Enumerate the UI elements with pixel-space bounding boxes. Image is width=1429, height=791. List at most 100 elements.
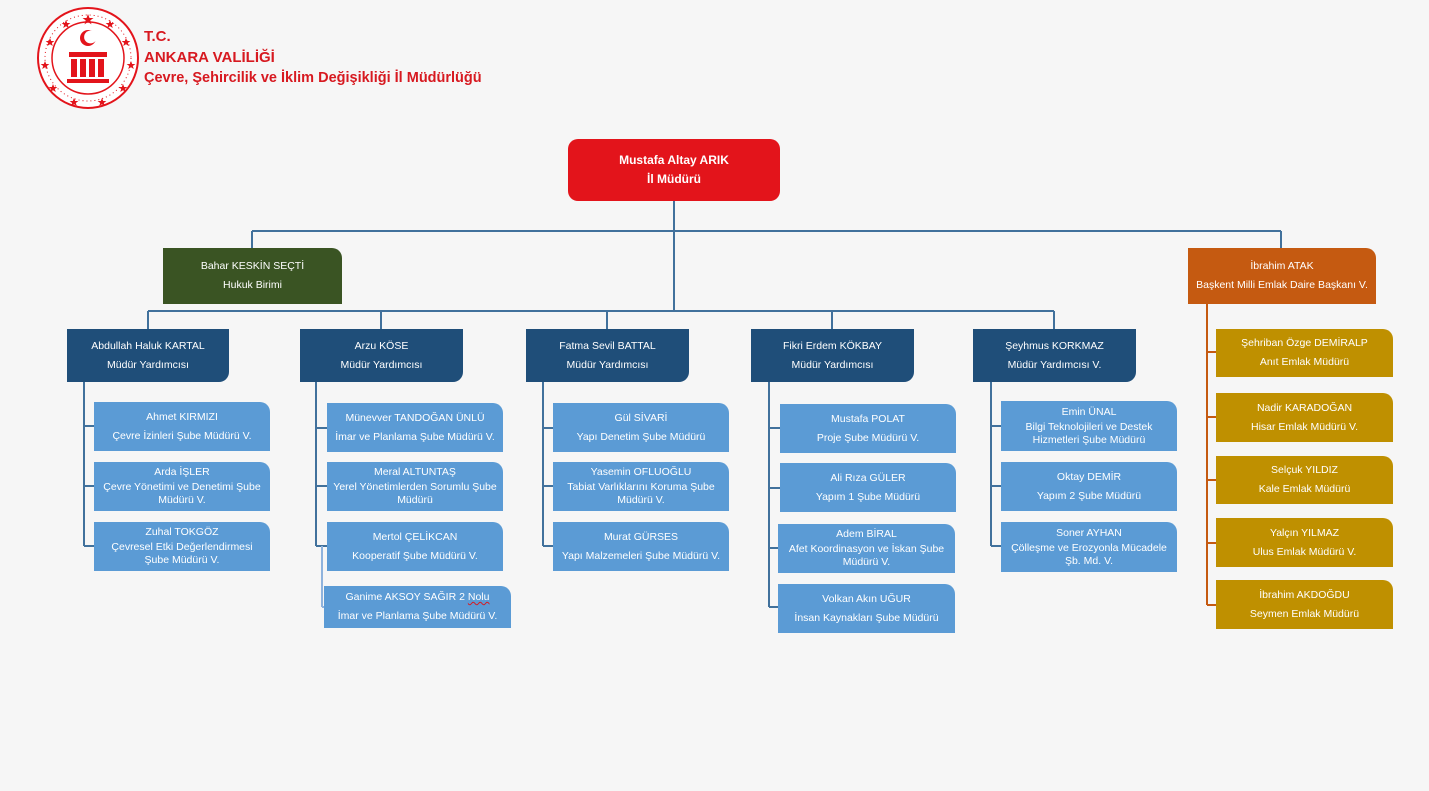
branch-title: Proje Şube Müdürü V. xyxy=(816,431,920,444)
deputy-name: Fikri Erdem KÖKBAY xyxy=(783,339,882,352)
branch-title: Yapım 1 Şube Müdürü xyxy=(815,490,921,503)
estate-unit-title: Anıt Emlak Müdürü xyxy=(1259,356,1350,368)
branch-name: Oktay DEMİR xyxy=(1056,470,1122,483)
branch-name: Adem BİRAL xyxy=(836,528,897,540)
branch-title: Yapı Malzemeleri Şube Müdürü V. xyxy=(561,549,721,562)
estate-unit-box-4: Yalçın YILMAZ Ulus Emlak Müdürü V. xyxy=(1216,518,1393,567)
header-text: T.C. ANKARA VALİLİĞİ Çevre, Şehircilik v… xyxy=(144,26,482,89)
branch-title: Çölleşme ve Erozyonla Mücadele Şb. Md. V… xyxy=(1011,541,1167,567)
deputy-name: Şeyhmus KORKMAZ xyxy=(1005,339,1104,352)
branch-name: Mertol ÇELİKCAN xyxy=(372,530,458,543)
branch-name: Ganime AKSOY SAĞIR 2 Nolu xyxy=(346,591,490,604)
estate-head-title: Başkent Milli Emlak Daire Başkanı V. xyxy=(1196,279,1368,291)
branch-title: Afet Koordinasyon ve İskan Şube Müdürü V… xyxy=(788,543,945,568)
estate-unit-title: Kale Emlak Müdürü xyxy=(1258,483,1351,495)
estate-unit-name: Selçuk YILDIZ xyxy=(1271,464,1338,476)
estate-unit-title: Seymen Emlak Müdürü xyxy=(1249,607,1360,620)
branch-name: Gül SİVARİ xyxy=(614,411,668,424)
branch-title: İmar ve Planlama Şube Müdürü V. xyxy=(335,430,495,443)
branch-box-d1-3: Zuhal TOKGÖZ Çevresel Etki Değerlendirme… xyxy=(94,522,270,571)
branch-name: Emin ÜNAL xyxy=(1061,405,1117,418)
estate-unit-title: Ulus Emlak Müdürü V. xyxy=(1252,545,1357,558)
deputy-title: Müdür Yardımcısı xyxy=(566,358,649,371)
branch-name: Ahmet KIRMIZI xyxy=(146,410,218,423)
branch-box-d5-2: Oktay DEMİR Yapım 2 Şube Müdürü xyxy=(1001,462,1177,511)
legal-unit-box: Bahar KESKİN SEÇTİ Hukuk Birimi xyxy=(163,248,342,304)
branch-title: Kooperatif Şube Müdürü V. xyxy=(352,549,478,562)
branch-box-d2-2: Meral ALTUNTAŞ Yerel Yönetimlerden Sorum… xyxy=(327,462,503,511)
header-line-directorate: Çevre, Şehircilik ve İklim Değişikliği İ… xyxy=(144,70,482,86)
branch-name: Arda İŞLER xyxy=(154,466,210,478)
estate-head-box: İbrahim ATAK Başkent Milli Emlak Daire B… xyxy=(1188,248,1376,304)
deputy-box-4: Fikri Erdem KÖKBAY Müdür Yardımcısı xyxy=(751,329,914,382)
branch-name: Ali Rıza GÜLER xyxy=(830,471,906,484)
deputy-name: Abdullah Haluk KARTAL xyxy=(91,339,205,352)
branch-title: Yerel Yönetimlerden Sorumlu Şube Müdürü xyxy=(333,481,497,506)
branch-name-nolu: Nolu xyxy=(467,591,490,603)
legal-unit-title: Hukuk Birimi xyxy=(223,279,282,291)
header-line-tc: T.C. xyxy=(144,28,171,45)
branch-name: Yasemin OFLUOĞLU xyxy=(590,466,692,478)
estate-connectors xyxy=(1206,304,1216,606)
deputy-box-2: Arzu KÖSE Müdür Yardımcısı xyxy=(300,329,463,382)
ankara-governorship-seal-icon xyxy=(37,7,139,109)
branch-box-d4-1: Mustafa POLAT Proje Şube Müdürü V. xyxy=(780,404,956,453)
branch-title: Çevre İzinleri Şube Müdürü V. xyxy=(112,429,252,442)
deputy-box-3: Fatma Sevil BATTAL Müdür Yardımcısı xyxy=(526,329,689,382)
branch-box-d3-1: Gül SİVARİ Yapı Denetim Şube Müdürü xyxy=(553,403,729,452)
deputy-box-1: Abdullah Haluk KARTAL Müdür Yardımcısı xyxy=(67,329,229,382)
branch-title: İmar ve Planlama Şube Müdürü V. xyxy=(337,610,498,622)
branch-title: Bilgi Teknolojileri ve Destek Hizmetleri… xyxy=(1025,420,1153,446)
branch-name: Münevver TANDOĞAN ÜNLÜ xyxy=(345,411,485,424)
deputy2-extra-connector xyxy=(321,546,324,608)
branch-name-main: Ganime AKSOY SAĞIR 2 xyxy=(345,591,468,603)
branch-box-d5-3: Soner AYHAN Çölleşme ve Erozyonla Mücade… xyxy=(1001,522,1177,572)
deputy-title: Müdür Yardımcısı xyxy=(340,358,423,371)
director-title: İl Müdürü xyxy=(647,172,701,186)
legal-unit-name: Bahar KESKİN SEÇTİ xyxy=(200,260,305,272)
branch-name: Murat GÜRSES xyxy=(603,530,679,543)
estate-unit-box-5: İbrahim AKDOĞDU Seymen Emlak Müdürü xyxy=(1216,580,1393,629)
deputy-box-5: Şeyhmus KORKMAZ Müdür Yardımcısı V. xyxy=(973,329,1136,382)
deputy-title: Müdür Yardımcısı xyxy=(791,358,874,371)
branch-name: Soner AYHAN xyxy=(1056,526,1122,539)
estate-unit-name: Şehriban Özge DEMİRALP xyxy=(1241,337,1368,349)
deputy-title: Müdür Yardımcısı xyxy=(107,358,189,371)
estate-unit-name: İbrahim AKDOĞDU xyxy=(1259,588,1350,601)
branch-title: Yapım 2 Şube Müdürü xyxy=(1036,489,1142,502)
branch-title: Çevresel Etki Değerlendirmesi Şube Müdür… xyxy=(111,541,253,566)
branch-box-d5-1: Emin ÜNAL Bilgi Teknolojileri ve Destek … xyxy=(1001,401,1177,451)
deputy-title: Müdür Yardımcısı V. xyxy=(1007,358,1102,371)
branch-title: Çevre Yönetimi ve Denetimi Şube Müdürü V… xyxy=(103,481,261,506)
branch-box-d2-1: Münevver TANDOĞAN ÜNLÜ İmar ve Planlama … xyxy=(327,403,503,452)
director-name: Mustafa Altay ARIK xyxy=(619,153,729,167)
branch-title: İnsan Kaynakları Şube Müdürü xyxy=(794,611,939,624)
branch-box-d4-4: Volkan Akın UĞUR İnsan Kaynakları Şube M… xyxy=(778,584,955,633)
branch-box-d3-2: Yasemin OFLUOĞLU Tabiat Varlıklarını Kor… xyxy=(553,462,729,511)
director-box: Mustafa Altay ARIK İl Müdürü xyxy=(568,139,780,201)
branch-name: Meral ALTUNTAŞ xyxy=(374,466,456,478)
estate-head-name: İbrahim ATAK xyxy=(1250,260,1314,272)
branch-box-d1-1: Ahmet KIRMIZI Çevre İzinleri Şube Müdürü… xyxy=(94,402,270,451)
branch-box-d3-3: Murat GÜRSES Yapı Malzemeleri Şube Müdür… xyxy=(553,522,729,571)
estate-unit-name: Yalçın YILMAZ xyxy=(1269,526,1340,539)
branch-title: Tabiat Varlıklarını Koruma Şube Müdürü V… xyxy=(567,481,715,506)
branch-box-d2-4: Ganime AKSOY SAĞIR 2 Nolu İmar ve Planla… xyxy=(324,586,511,628)
estate-unit-box-2: Nadir KARADOĞAN Hisar Emlak Müdürü V. xyxy=(1216,393,1393,442)
estate-unit-name: Nadir KARADOĞAN xyxy=(1256,401,1353,414)
estate-unit-title: Hisar Emlak Müdürü V. xyxy=(1251,420,1358,433)
header-line-valilik: ANKARA VALİLİĞİ xyxy=(144,49,275,66)
branch-box-d4-3: Adem BİRAL Afet Koordinasyon ve İskan Şu… xyxy=(778,524,955,573)
branch-title: Yapı Denetim Şube Müdürü xyxy=(576,430,706,443)
branch-box-d2-3: Mertol ÇELİKCAN Kooperatif Şube Müdürü V… xyxy=(327,522,503,571)
header: T.C. ANKARA VALİLİĞİ Çevre, Şehircilik v… xyxy=(36,6,556,110)
estate-unit-box-3: Selçuk YILDIZ Kale Emlak Müdürü xyxy=(1216,456,1393,504)
branch-box-d4-2: Ali Rıza GÜLER Yapım 1 Şube Müdürü xyxy=(780,463,956,512)
deputy-name: Arzu KÖSE xyxy=(354,339,409,352)
branch-name: Mustafa POLAT xyxy=(831,412,905,425)
branch-box-d1-2: Arda İŞLER Çevre Yönetimi ve Denetimi Şu… xyxy=(94,462,270,511)
estate-unit-box-1: Şehriban Özge DEMİRALP Anıt Emlak Müdürü xyxy=(1216,329,1393,377)
branch-name: Volkan Akın UĞUR xyxy=(822,592,911,605)
branch-name: Zuhal TOKGÖZ xyxy=(145,526,219,538)
